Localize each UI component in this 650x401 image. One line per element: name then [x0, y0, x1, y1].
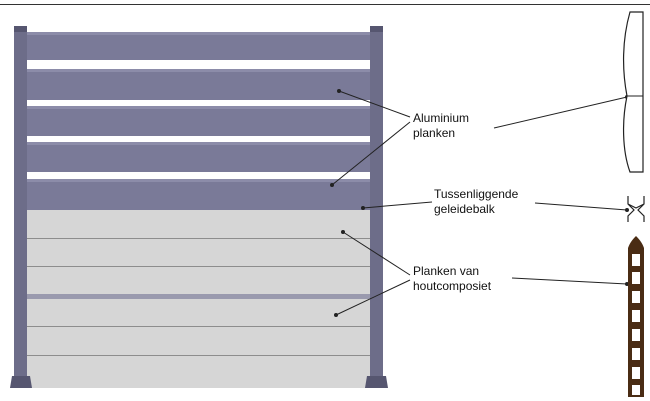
aluminium-plank	[25, 32, 370, 60]
composite-cavity	[632, 291, 640, 303]
left-post	[10, 26, 32, 388]
left-post-base	[10, 376, 32, 388]
aluminium-plank	[25, 69, 370, 100]
leader-dot	[334, 313, 338, 317]
leader-rail	[362, 201, 433, 209]
aluminium-planks	[25, 32, 370, 210]
composite-cavity	[632, 329, 640, 341]
plank-highlight	[25, 106, 370, 109]
aluminium-plank	[25, 106, 370, 136]
leader-aluminium-upper	[338, 90, 411, 118]
label-tussen-line2: geleidebalk	[434, 202, 495, 216]
rail-section	[627, 196, 645, 222]
composite-cavity	[632, 272, 640, 284]
composite-planks	[25, 210, 370, 388]
composite-cavity	[632, 348, 640, 360]
label-hout-line2: houtcomposiet	[413, 279, 492, 293]
leader-composite-upper	[342, 231, 411, 276]
aluminium-plank-section	[622, 11, 644, 173]
composite-profile	[628, 236, 644, 397]
leader-dot	[330, 183, 334, 187]
intermediate-rail	[25, 294, 370, 299]
composite-cavity	[632, 385, 640, 395]
label-aluminium-line1: Aluminium	[413, 111, 470, 125]
plank-highlight	[25, 142, 370, 145]
leader-aluminium-lower	[331, 121, 411, 186]
plank-highlight	[25, 179, 370, 182]
leader-composite-profile	[511, 277, 628, 285]
left-post-body	[14, 30, 27, 386]
label-aluminium-planken: Aluminium planken	[413, 111, 469, 141]
leader-rail-profile	[534, 202, 628, 211]
right-post-cap	[370, 26, 383, 32]
label-hout-line1: Planken van	[413, 264, 480, 278]
label-planken-houtcomposiet: Planken van houtcomposiet	[413, 264, 491, 294]
leader-aluminium-profile	[493, 96, 628, 129]
aluminium-plank	[25, 179, 370, 210]
label-tussen-line1: Tussenliggende	[434, 187, 519, 201]
aluminium-plank	[25, 142, 370, 172]
leader-dot	[337, 89, 341, 93]
leader-dot	[341, 230, 345, 234]
plank-highlight	[25, 32, 370, 35]
composite-cavity	[632, 310, 640, 322]
left-post-cap	[14, 26, 27, 32]
leader-dot	[361, 206, 365, 210]
composite-cavity	[632, 254, 640, 266]
right-post-base	[365, 376, 388, 388]
composite-cavity	[632, 367, 640, 379]
plank-highlight	[25, 69, 370, 72]
leader-composite-lower	[335, 279, 411, 316]
rail-profile	[627, 196, 645, 222]
label-tussenliggende-geleidebalk: Tussenliggende geleidebalk	[434, 187, 518, 217]
label-aluminium-line2: planken	[413, 126, 456, 140]
leader-dot	[625, 208, 629, 212]
right-post-body	[370, 30, 383, 386]
aluminium-profile	[622, 11, 644, 173]
